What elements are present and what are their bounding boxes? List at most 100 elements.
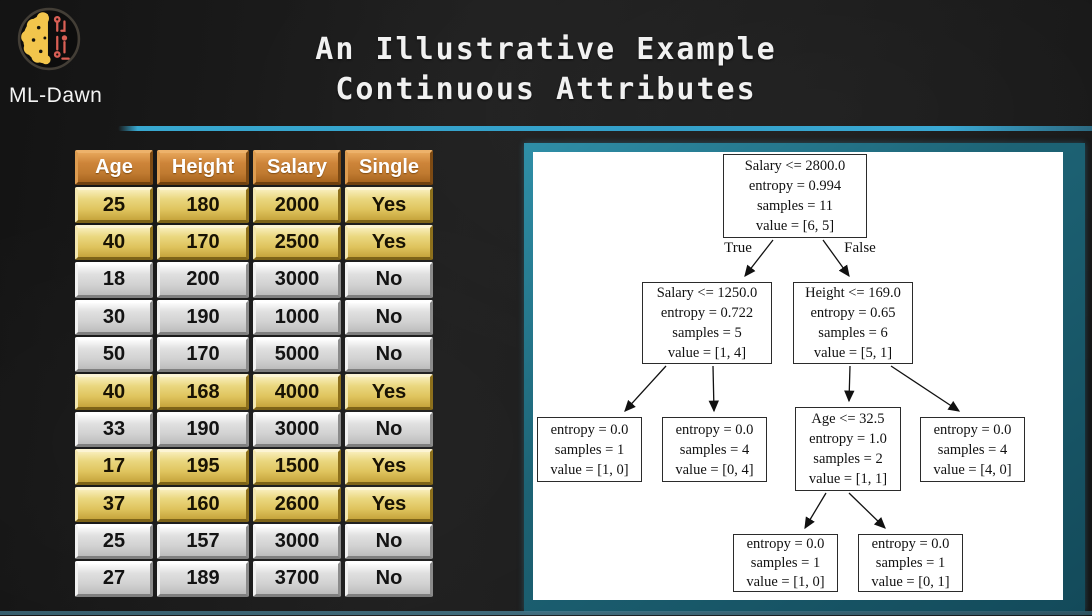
table-header: Age <box>75 150 153 186</box>
table-cell: 3000 <box>253 411 341 448</box>
node-line: samples = 1 <box>554 441 625 458</box>
table-cell: 30 <box>75 299 153 335</box>
table-cell: 168 <box>157 374 249 410</box>
table-cell: 170 <box>157 224 249 261</box>
node-line: samples = 6 <box>818 325 888 341</box>
node-line: samples = 4 <box>679 441 750 458</box>
table-cell: 50 <box>75 336 153 373</box>
node-line: Height <= 169.0 <box>805 285 901 301</box>
node-line: samples = 5 <box>672 325 742 341</box>
table-cell: Yes <box>345 486 433 522</box>
table-cell: 170 <box>157 336 249 373</box>
brand-name: ML-Dawn <box>9 84 103 107</box>
attributes-table: Age Height Salary Single 25 180 2000 Yes… <box>75 150 433 597</box>
node-line: entropy = 0.0 <box>550 421 629 438</box>
node-line: value = [4, 0] <box>933 461 1012 478</box>
slide-title: An Illustrative Example Continuous Attri… <box>0 30 1092 110</box>
title-line-1: An Illustrative Example <box>315 32 777 67</box>
table-cell: 157 <box>157 523 249 560</box>
slide-bottom-line <box>0 611 1092 615</box>
node-line: value = [0, 1] <box>871 573 950 590</box>
tree-leaf-4: entropy = 0.0 samples = 1 value = [1, 0] <box>733 534 838 592</box>
node-line: entropy = 1.0 <box>809 431 887 447</box>
tree-node-salary-1250: Salary <= 1250.0 entropy = 0.722 samples… <box>642 282 772 364</box>
table-cell: Yes <box>345 449 433 485</box>
node-line: entropy = 0.65 <box>810 305 896 321</box>
table-cell: 17 <box>75 449 153 485</box>
node-line: value = [6, 5] <box>755 218 835 234</box>
table-cell: 25 <box>75 187 153 223</box>
node-line: entropy = 0.722 <box>660 305 754 321</box>
table-cell: 2000 <box>253 187 341 223</box>
table-cell: No <box>345 561 433 597</box>
node-line: value = [1, 4] <box>667 345 747 361</box>
node-line: entropy = 0.0 <box>871 535 950 552</box>
table-cell: 1500 <box>253 449 341 485</box>
table-header: Height <box>157 150 249 186</box>
node-line: samples = 1 <box>875 554 946 571</box>
decision-tree-canvas: True False Salary <= 2800.0 entropy = 0.… <box>533 152 1063 600</box>
table-cell: No <box>345 336 433 373</box>
node-line: samples = 11 <box>756 198 834 214</box>
table-cell: Yes <box>345 224 433 261</box>
table-cell: 4000 <box>253 374 341 410</box>
table-cell: No <box>345 523 433 560</box>
node-line: Salary <= 1250.0 <box>656 285 758 301</box>
node-line: value = [0, 4] <box>675 461 754 478</box>
node-line: entropy = 0.994 <box>748 178 842 194</box>
node-line: entropy = 0.0 <box>746 535 825 552</box>
table-cell: 37 <box>75 486 153 522</box>
table-cell: 5000 <box>253 336 341 373</box>
node-line: Salary <= 2800.0 <box>744 158 846 174</box>
node-line: entropy = 0.0 <box>933 421 1012 438</box>
tree-node-height-169: Height <= 169.0 entropy = 0.65 samples =… <box>793 282 913 364</box>
node-line: samples = 4 <box>937 441 1008 458</box>
table-cell: 195 <box>157 449 249 485</box>
table-cell: 3000 <box>253 262 341 298</box>
table-cell: 27 <box>75 561 153 597</box>
table-header: Salary <box>253 150 341 186</box>
tree-leaf-3: entropy = 0.0 samples = 4 value = [4, 0] <box>920 417 1025 482</box>
tree-leaf-5: entropy = 0.0 samples = 1 value = [0, 1] <box>858 534 963 592</box>
table-cell: 18 <box>75 262 153 298</box>
node-line: value = [1, 0] <box>746 573 825 590</box>
table-cell: 2600 <box>253 486 341 522</box>
node-line: value = [1, 0] <box>550 461 629 478</box>
table-cell: 160 <box>157 486 249 522</box>
node-line: Age <= 32.5 <box>811 411 885 427</box>
branch-label-true: True <box>724 240 752 256</box>
tree-node-age-32: Age <= 32.5 entropy = 1.0 samples = 2 va… <box>795 407 901 491</box>
node-line: samples = 1 <box>750 554 821 571</box>
table-header: Single <box>345 150 433 186</box>
table-cell: 190 <box>157 411 249 448</box>
table-cell: Yes <box>345 374 433 410</box>
table-cell: 25 <box>75 523 153 560</box>
table-cell: No <box>345 411 433 448</box>
decision-tree-panel: True False Salary <= 2800.0 entropy = 0.… <box>524 143 1085 612</box>
table-cell: 40 <box>75 224 153 261</box>
node-line: samples = 2 <box>813 451 883 467</box>
node-line: value = [5, 1] <box>813 345 893 361</box>
title-line-2: Continuous Attributes <box>335 72 757 107</box>
tree-edges <box>624 239 961 530</box>
table-cell: Yes <box>345 187 433 223</box>
node-line: entropy = 0.0 <box>675 421 754 438</box>
table-cell: 200 <box>157 262 249 298</box>
table-cell: 3700 <box>253 561 341 597</box>
table-cell: 189 <box>157 561 249 597</box>
table-cell: 190 <box>157 299 249 335</box>
tree-node-root: Salary <= 2800.0 entropy = 0.994 samples… <box>723 154 867 238</box>
table-cell: 2500 <box>253 224 341 261</box>
table-cell: No <box>345 262 433 298</box>
title-divider <box>118 126 1092 131</box>
node-line: value = [1, 1] <box>808 471 888 487</box>
branch-label-false: False <box>844 240 876 256</box>
table-cell: 1000 <box>253 299 341 335</box>
table-cell: No <box>345 299 433 335</box>
table-cell: 3000 <box>253 523 341 560</box>
table-cell: 180 <box>157 187 249 223</box>
table-cell: 40 <box>75 374 153 410</box>
tree-leaf-2: entropy = 0.0 samples = 4 value = [0, 4] <box>662 417 767 482</box>
tree-leaf-1: entropy = 0.0 samples = 1 value = [1, 0] <box>537 417 642 482</box>
